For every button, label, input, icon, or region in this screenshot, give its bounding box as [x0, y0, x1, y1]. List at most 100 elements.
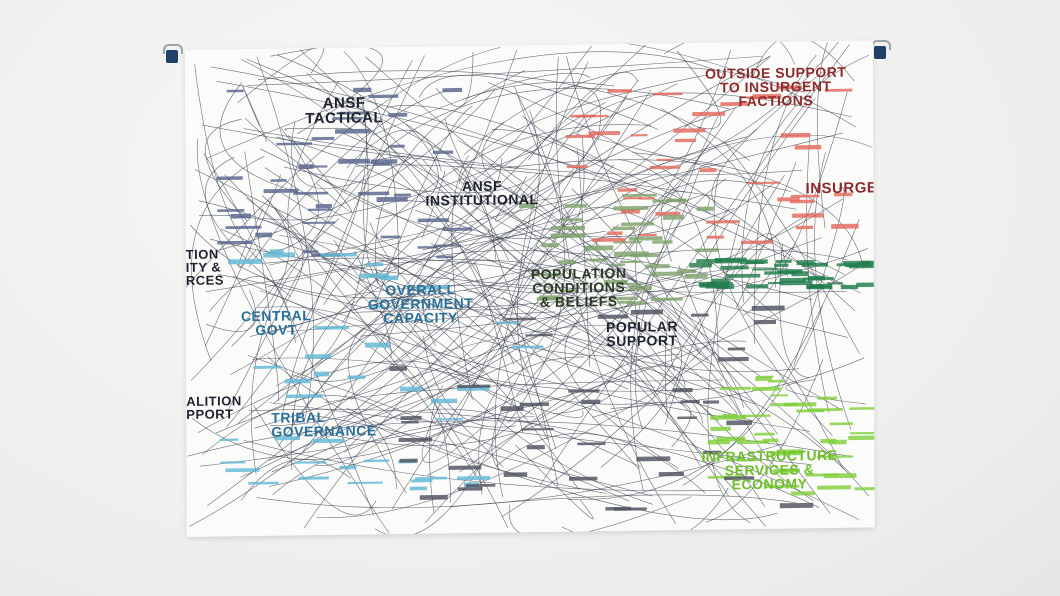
arrow-line	[705, 359, 824, 523]
arrow-line	[567, 305, 823, 500]
node-mark	[699, 168, 717, 173]
node-mark	[372, 162, 390, 166]
node-mark	[562, 289, 579, 293]
arrow-line	[363, 179, 444, 302]
node-mark	[294, 461, 327, 464]
arrow-line	[276, 54, 701, 467]
node-mark	[302, 250, 319, 254]
node-mark	[603, 279, 628, 284]
arrow-line	[205, 157, 292, 298]
arrow-line	[363, 259, 529, 374]
node-mark	[767, 281, 784, 285]
poster: OUTSIDE SUPPORT TO INSURGENT FACTIONS AN…	[185, 40, 875, 537]
arrow-line	[369, 222, 680, 357]
node-mark	[764, 484, 800, 489]
node-mark	[790, 194, 820, 198]
node-mark	[645, 264, 670, 269]
node-mark	[347, 481, 383, 485]
node-mark	[610, 263, 626, 267]
node-mark	[589, 258, 607, 262]
node-mark	[442, 87, 463, 93]
node-mark	[228, 258, 263, 265]
node-mark	[794, 144, 822, 150]
arrow-line	[244, 151, 279, 402]
node-mark	[727, 458, 745, 462]
arrow-line	[196, 138, 390, 534]
node-mark	[739, 459, 761, 462]
node-mark	[394, 193, 411, 197]
label-tribal-governance: TRIBAL GOVERNANCE	[271, 409, 377, 440]
arrow-line	[421, 170, 445, 239]
arrow-line	[351, 236, 622, 400]
node-mark	[568, 389, 600, 393]
arrow-line	[509, 89, 652, 307]
arrow-line	[241, 59, 557, 450]
node-mark	[742, 414, 771, 418]
node-mark	[613, 205, 649, 211]
arrow-line	[354, 251, 392, 359]
node-mark	[824, 88, 853, 92]
node-mark	[368, 94, 399, 99]
arrow-line	[661, 191, 688, 262]
node-mark	[780, 280, 813, 286]
arrow-line	[753, 40, 855, 82]
node-mark	[550, 226, 585, 231]
node-mark	[829, 422, 853, 426]
arrow-line	[430, 242, 640, 470]
node-mark	[610, 296, 638, 301]
node-mark	[807, 408, 843, 412]
node-mark	[398, 437, 433, 443]
arrow-line	[190, 146, 389, 381]
node-mark	[409, 486, 428, 491]
node-mark	[495, 321, 519, 325]
arrow-line	[355, 164, 797, 210]
node-mark	[740, 240, 774, 245]
node-mark	[817, 485, 852, 490]
arrow-line	[283, 166, 539, 194]
arrow-line	[250, 295, 412, 337]
node-mark	[826, 282, 843, 285]
arrow-line	[375, 332, 730, 392]
node-mark	[652, 271, 683, 277]
arrow-line	[202, 124, 803, 176]
arrow-line	[271, 182, 776, 473]
arrow-line	[205, 198, 685, 293]
arrow-line	[449, 494, 797, 508]
node-mark	[754, 319, 776, 325]
node-mark	[836, 263, 857, 267]
node-mark	[263, 252, 296, 258]
node-mark	[628, 285, 652, 291]
node-mark	[817, 396, 838, 400]
node-mark	[692, 111, 726, 117]
arrow-line	[508, 187, 841, 410]
arrow-line	[265, 128, 319, 255]
arrow-line	[375, 124, 439, 220]
node-mark	[722, 413, 738, 418]
arrow-line	[445, 118, 509, 261]
node-mark	[720, 265, 749, 270]
node-mark	[332, 116, 363, 120]
node-mark	[726, 420, 752, 426]
arrow-line	[356, 250, 812, 301]
node-mark	[550, 233, 586, 239]
arrow-line	[372, 72, 591, 136]
node-mark	[617, 188, 638, 192]
node-mark	[433, 244, 462, 247]
arrow-line	[495, 174, 550, 222]
label-popular-support: POPULAR SUPPORT	[605, 318, 678, 350]
node-mark	[672, 388, 693, 393]
node-mark	[225, 468, 260, 473]
node-mark	[339, 111, 370, 115]
arrow-line	[256, 442, 787, 509]
node-mark	[739, 259, 768, 264]
node-mark	[274, 436, 300, 441]
node-mark	[217, 208, 245, 212]
arrow-line	[422, 159, 690, 283]
arrow-line	[426, 106, 740, 261]
node-mark	[430, 398, 458, 404]
arrow-line	[276, 95, 628, 386]
arrow-line	[287, 135, 352, 213]
node-mark	[415, 285, 448, 290]
arrow-line	[256, 56, 314, 424]
node-mark	[217, 240, 253, 245]
